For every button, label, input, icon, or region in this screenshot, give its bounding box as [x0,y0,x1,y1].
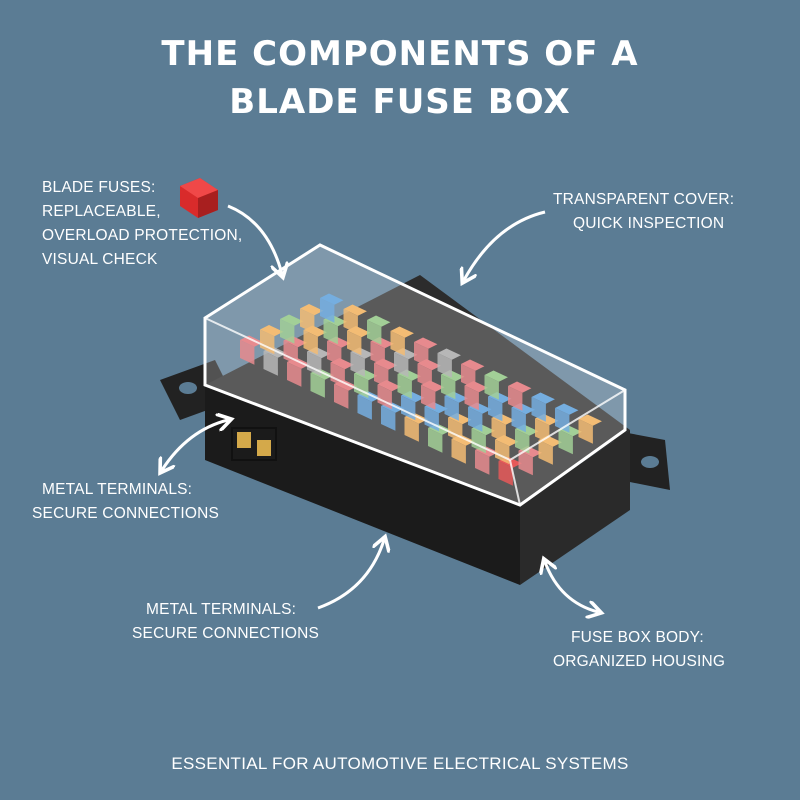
title-line-2: BLADE FUSE BOX [229,82,571,122]
blade-fuse [508,381,532,411]
blade-fuse [578,414,602,444]
blade-fuse [461,359,485,389]
arrow-metal-terminals-bottom [317,540,384,610]
blade-fuse [484,370,508,400]
blade-fuse [343,304,367,334]
arrow-metal-terminals-left [162,420,228,470]
label-transparent-cover: TRANSPARENT COVER: QUICK INSPECTION [553,191,735,232]
label-metal-terminals-left: METAL TERMINALS: SECURE CONNECTIONS [32,481,220,522]
blade-fuse [437,348,461,378]
fuse-grid [240,293,602,486]
terminal-1 [237,432,251,448]
label-fuse-box-body: FUSE BOX BODY: ORGANIZED HOUSING [553,629,726,670]
blade-fuse [390,326,414,356]
blade-fuse [531,392,555,422]
transparent-cover [203,243,627,507]
blade-fuse-icon [180,178,218,218]
arrow-transparent-cover [464,210,546,280]
blade-fuse [280,314,304,344]
blade-fuse [240,335,264,365]
label-metal-terminals-bottom: METAL TERMINALS: SECURE CONNECTIONS [132,601,320,642]
blade-fuse [320,293,344,323]
title-line-1: THE COMPONENTS OF A [161,34,639,74]
arrow-fuse-box-body [545,562,598,612]
label-blade-fuses: BLADE FUSES: REPLACEABLE, OVERLOAD PROTE… [42,179,243,268]
blade-fuse [300,304,324,334]
page-title: THE COMPONENTS OF A BLADE FUSE BOX [0,30,800,126]
terminal-2 [257,440,271,456]
arrow-blade-fuses [227,204,282,274]
blade-fuse [367,315,391,345]
footer-caption: ESSENTIAL FOR AUTOMOTIVE ELECTRICAL SYST… [171,754,629,773]
blade-fuse [414,337,438,367]
